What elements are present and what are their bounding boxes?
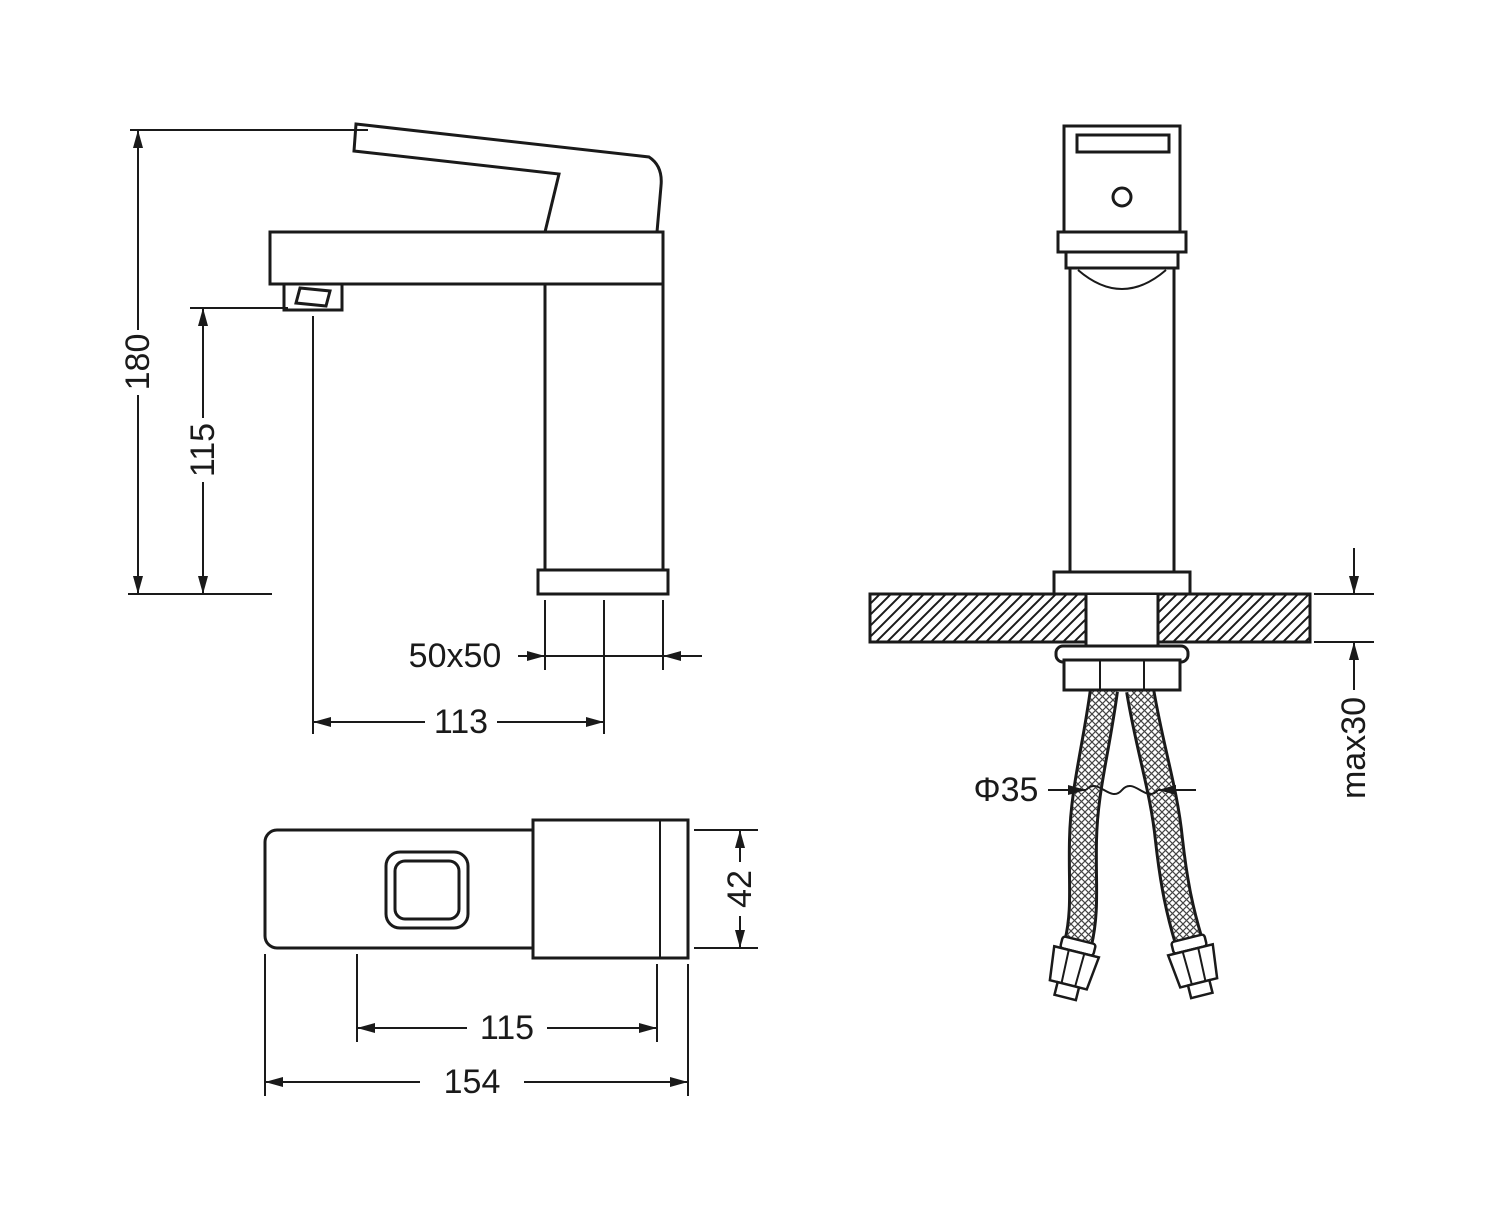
locknut-facets [1099,660,1145,690]
deck-right [1156,592,1312,644]
collar-upper [1056,230,1188,254]
arrow-left-icon [663,651,681,661]
dim-label-body-width: 42 [721,870,759,908]
faucet-base [536,568,670,596]
dim-label-inner-length: 115 [480,1009,534,1047]
hose-fitting-left [1048,935,1101,1002]
arrow-down-icon [735,930,745,948]
arrow-right-icon [639,1023,657,1033]
dim-label-hole-diameter: Φ35 [974,771,1039,809]
dim-spout-reach: 113 [312,316,605,741]
dim-deck-thickness: max30 [1314,548,1374,799]
front-view: Φ35 max30 [868,124,1374,1002]
dim-label-total-height: 180 [119,334,157,391]
hose-fitting-right [1166,933,1219,1000]
arrow-up-icon [198,308,208,326]
spout-arc [1077,269,1167,290]
pin-hole [1111,186,1133,208]
arrow-right-icon [527,651,545,661]
spout-opening-inner [393,859,461,921]
faucet-front [1052,124,1192,596]
dim-label-spout-reach: 113 [434,703,488,741]
arrow-left-icon [313,717,331,727]
dim-total-height: 180 [119,129,368,595]
dim-label-spout-height: 115 [184,423,222,477]
faucet-column [543,282,665,572]
lever-handle [352,122,663,234]
dim-inner-length: 115 [356,954,658,1047]
dim-label-deck-thickness: max30 [1335,697,1373,799]
arrow-down-icon [1349,576,1359,594]
side-view: 180 115 50x50 113 [119,122,702,741]
arrow-right-icon [1068,785,1086,795]
supply-hoses [1048,687,1219,1002]
deck-left [868,592,1088,644]
spout-opening-outer [384,850,470,930]
arrow-left-icon [265,1077,283,1087]
dim-break-wave [1085,784,1159,796]
mounting-hardware [1054,644,1190,692]
arrow-down-icon [198,576,208,594]
dim-spout-height: 115 [184,307,288,594]
body-outline-top [263,828,567,950]
arrow-left-icon [357,1023,375,1033]
top-view: 42 115 154 [263,818,759,1101]
spout-head-front [1062,124,1182,234]
base-flange [1052,570,1192,596]
arrow-up-icon [133,130,143,148]
arrow-down-icon [133,576,143,594]
arrow-left-icon [1158,785,1176,795]
column-front [1068,266,1176,574]
arrow-up-icon [735,830,745,848]
collar-lower [1064,250,1180,270]
dim-body-width: 42 [694,829,759,949]
spout-body [268,230,665,286]
dim-total-length: 154 [264,954,689,1101]
arrow-right-icon [670,1077,688,1087]
arrow-right-icon [586,717,604,727]
faucet-side [268,122,670,596]
locknut [1062,658,1182,692]
dim-hole-diameter: Φ35 [974,771,1196,809]
aerator-slot [1075,133,1171,154]
dim-label-base-section: 50x50 [409,637,502,675]
aerator-insert [294,286,332,308]
dim-label-total-length: 154 [444,1063,501,1101]
arrow-up-icon [1349,642,1359,660]
faucet-top [263,818,690,960]
dim-base-section: 50x50 [409,600,702,675]
handle-top [531,818,690,960]
